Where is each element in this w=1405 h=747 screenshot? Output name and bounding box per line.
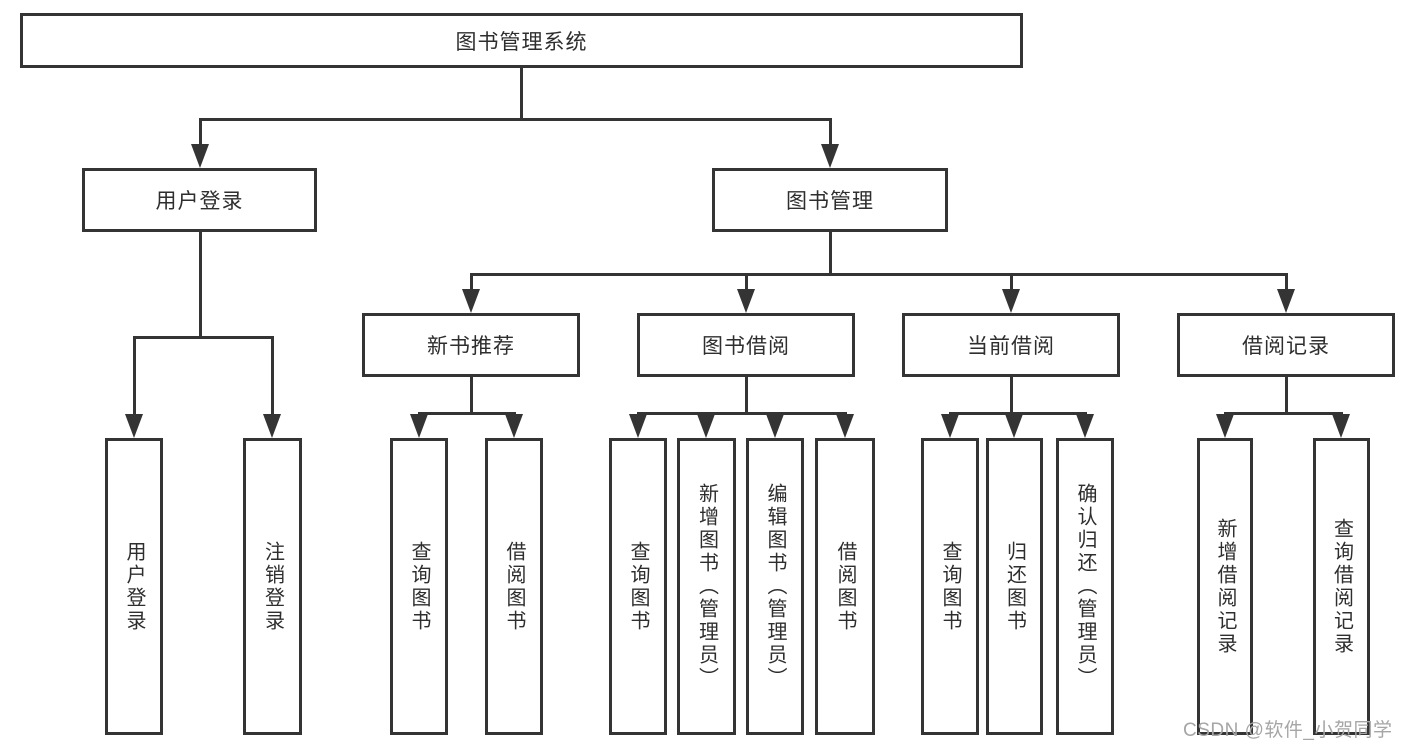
leaf-current-confirm-return: 确认归还（管理员） — [1056, 438, 1114, 735]
node-book-borrowing: 图书借阅 — [637, 313, 855, 377]
edge-borrowing-records-stem — [1285, 377, 1288, 412]
edge-book-borrowing-stem — [745, 377, 748, 412]
leaf-current-return-books: 归还图书 — [986, 438, 1043, 735]
node-root: 图书管理系统 — [20, 13, 1023, 68]
arrow-to-records-query — [1332, 414, 1350, 438]
edge-new-book-recommend-bar — [418, 412, 515, 415]
leaf-rec-query-books: 查询图书 — [390, 438, 448, 735]
node-user-login: 用户登录 — [82, 168, 317, 232]
arrow-to-user-login — [191, 144, 209, 168]
edge-to-book-management — [829, 118, 832, 145]
arrow-to-borrow-add — [697, 414, 715, 438]
arrow-to-current-confirm — [1076, 414, 1094, 438]
edge-borrowing-records-bar — [1224, 412, 1342, 415]
leaf-records-add-record: 新增借阅记录 — [1197, 438, 1253, 735]
edge-to-leaf-logout — [271, 336, 274, 415]
edge-to-current-borrowing — [1010, 273, 1013, 290]
arrow-to-current-borrowing — [1002, 289, 1020, 313]
leaf-borrow-add-books: 新增图书（管理员） — [677, 438, 736, 735]
edge-root-bar — [199, 118, 831, 121]
leaf-borrow-query-books: 查询图书 — [609, 438, 667, 735]
edge-book-management-stem — [829, 232, 832, 273]
leaf-records-query-record: 查询借阅记录 — [1313, 438, 1370, 735]
edge-to-borrowing-records — [1285, 273, 1288, 290]
leaf-current-query-books: 查询图书 — [921, 438, 979, 735]
arrow-to-book-management — [821, 144, 839, 168]
edge-to-new-book-recommend — [470, 273, 473, 290]
edge-user-login-bar — [133, 336, 273, 339]
edge-book-borrowing-bar — [637, 412, 846, 415]
edge-to-book-borrowing — [745, 273, 748, 290]
arrow-to-current-query — [941, 414, 959, 438]
edge-book-management-bar — [470, 273, 1287, 276]
arrow-to-borrow-edit — [766, 414, 784, 438]
arrow-to-current-return — [1005, 414, 1023, 438]
node-book-management: 图书管理 — [712, 168, 948, 232]
arrow-to-rec-borrow — [505, 414, 523, 438]
arrow-to-borrow-borrow — [836, 414, 854, 438]
leaf-rec-borrow-books: 借阅图书 — [485, 438, 543, 735]
arrow-to-records-add — [1216, 414, 1234, 438]
leaf-user-login: 用户登录 — [105, 438, 163, 735]
arrow-to-book-borrowing — [737, 289, 755, 313]
leaf-borrow-borrow-books: 借阅图书 — [815, 438, 875, 735]
edge-root-stem — [520, 68, 523, 118]
arrow-to-borrow-query — [629, 414, 647, 438]
edge-to-user-login — [199, 118, 202, 145]
leaf-logout: 注销登录 — [243, 438, 302, 735]
csdn-watermark: CSDN @软件_小贺同学 — [1183, 720, 1393, 741]
arrow-to-leaf-logout — [263, 414, 281, 438]
edge-user-login-stem — [199, 232, 202, 336]
arrow-to-borrowing-records — [1277, 289, 1295, 313]
node-current-borrowing: 当前借阅 — [902, 313, 1120, 377]
arrow-to-leaf-user-login — [125, 414, 143, 438]
node-borrowing-records: 借阅记录 — [1177, 313, 1395, 377]
node-new-book-recommend: 新书推荐 — [362, 313, 580, 377]
edge-current-borrowing-bar — [949, 412, 1086, 415]
arrow-to-rec-query — [410, 414, 428, 438]
edge-current-borrowing-stem — [1010, 377, 1013, 412]
edge-to-leaf-user-login — [133, 336, 136, 415]
arrow-to-new-book-recommend — [462, 289, 480, 313]
edge-new-book-recommend-stem — [470, 377, 473, 412]
leaf-borrow-edit-books: 编辑图书（管理员） — [746, 438, 804, 735]
